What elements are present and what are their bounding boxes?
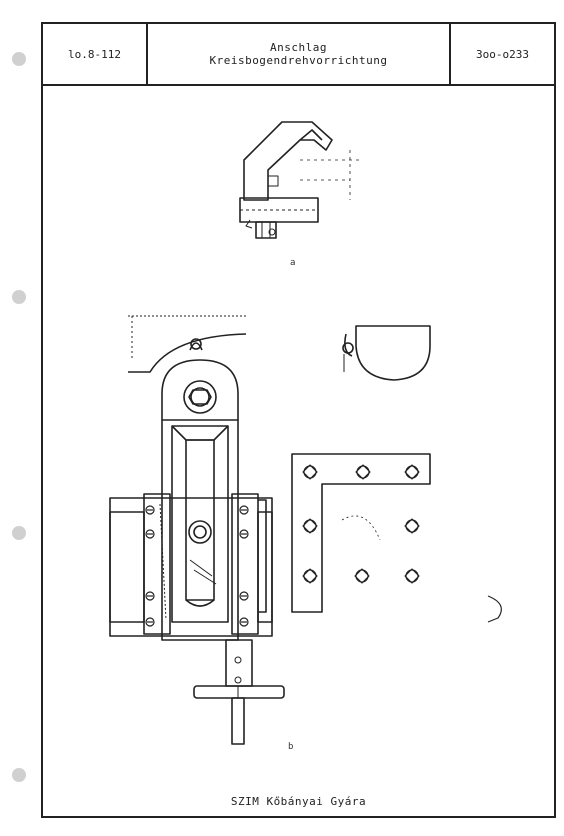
title-block: lo.8-112 Anschlag Kreisbogendrehvorricht… <box>43 24 554 86</box>
binder-hole <box>12 526 26 540</box>
title-line-2: Kreisbogendrehvorrichtung <box>209 54 388 67</box>
drawing-frame: lo.8-112 Anschlag Kreisbogendrehvorricht… <box>41 22 556 818</box>
drawing-number: lo.8-112 <box>43 24 148 84</box>
figure-a-clamp <box>239 121 360 239</box>
binder-hole <box>12 290 26 304</box>
figure-b-gauge-top <box>128 315 247 373</box>
figure-b-half-disc <box>342 325 431 381</box>
figure-b-l-bracket <box>291 453 502 623</box>
figure-b-main-body <box>109 359 273 641</box>
figure-label-b: b <box>288 742 294 752</box>
figure-label-a: a <box>290 258 296 268</box>
footer-manufacturer: SZIM Kőbányai Gyára <box>230 795 367 808</box>
drawing-title: Anschlag Kreisbogendrehvorrichtung <box>148 24 451 84</box>
title-line-1: Anschlag <box>270 41 327 54</box>
part-number: 3oo-o233 <box>476 47 529 61</box>
figure-b-spindle <box>193 639 285 745</box>
binder-hole <box>12 768 26 782</box>
binder-hole <box>12 52 26 66</box>
